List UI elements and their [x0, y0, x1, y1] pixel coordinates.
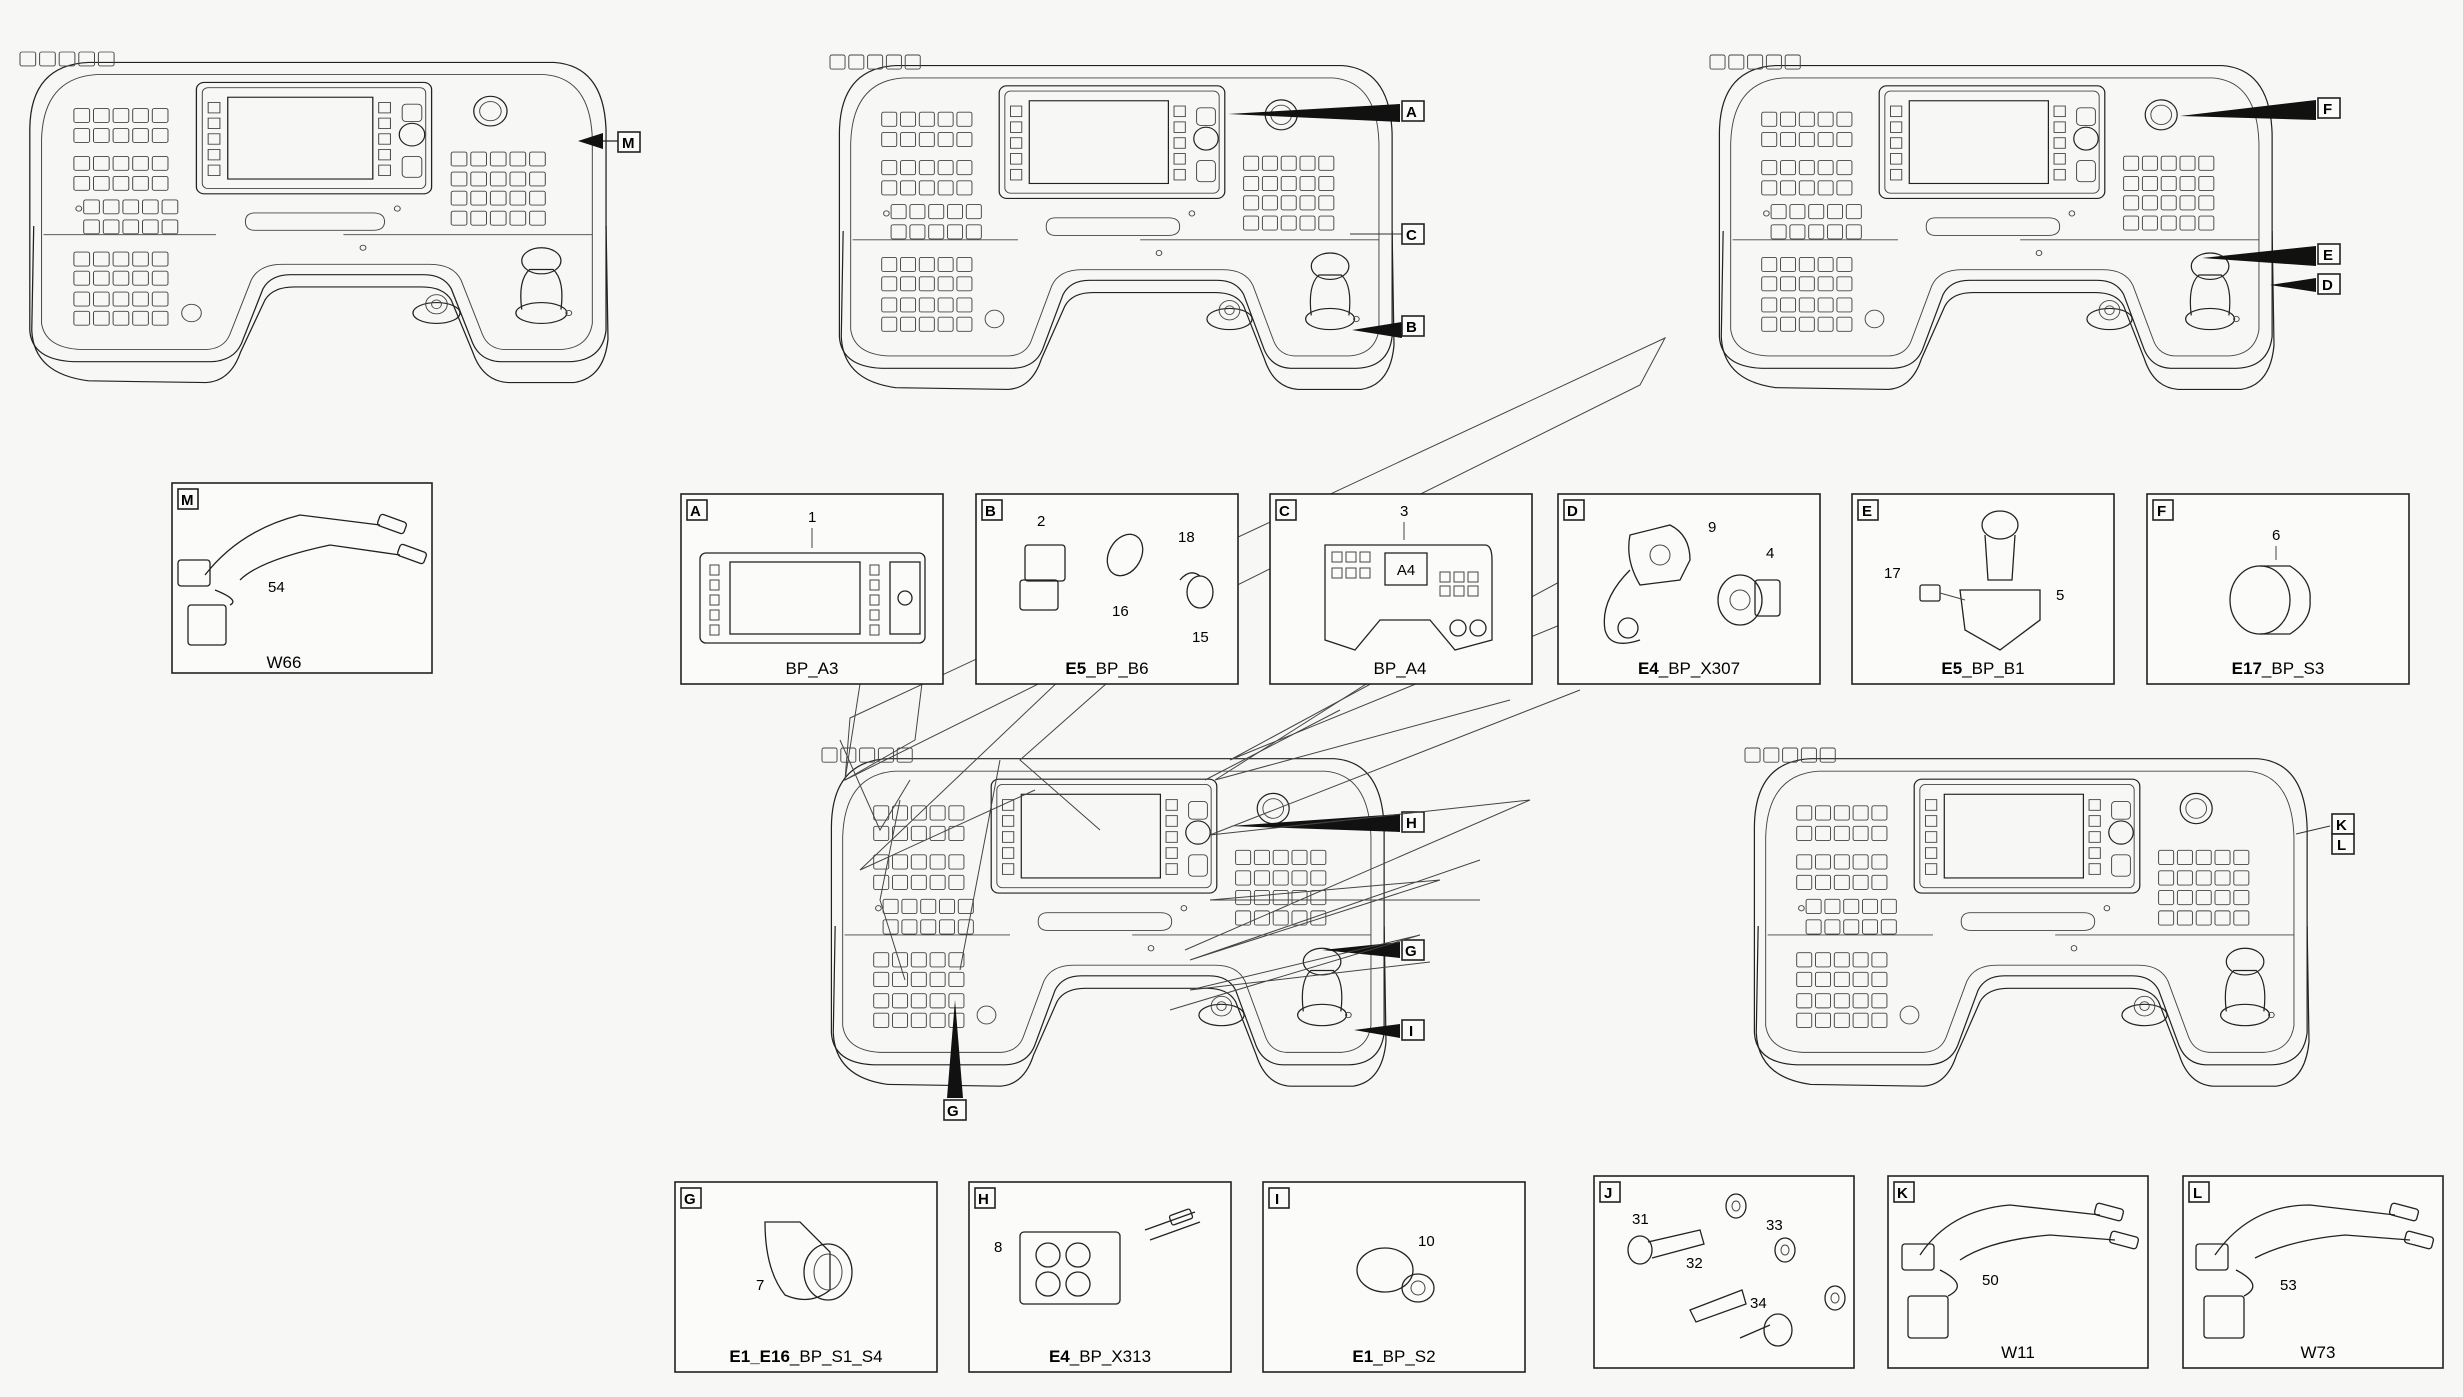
svg-text:A: A — [690, 503, 701, 520]
svg-text:E1_BP_S2: E1_BP_S2 — [1352, 1347, 1435, 1366]
svg-text:K: K — [1897, 1185, 1908, 1202]
svg-text:E4_BP_X307: E4_BP_X307 — [1638, 659, 1740, 678]
svg-text:17: 17 — [1884, 565, 1901, 582]
svg-text:5: 5 — [2056, 587, 2064, 604]
detail-box-H: H 8 E4_BP_X313 — [968, 1181, 1232, 1373]
callout-C: C — [1350, 223, 1425, 245]
svg-text:10: 10 — [1418, 1233, 1435, 1250]
svg-text:9: 9 — [1708, 519, 1716, 536]
reference-lines — [839, 336, 1667, 1011]
svg-text:I: I — [1409, 1023, 1413, 1040]
svg-text:15: 15 — [1192, 629, 1209, 646]
detail-box-L: L 53 W73 — [2182, 1175, 2444, 1369]
svg-text:16: 16 — [1112, 603, 1129, 620]
svg-text:B: B — [1406, 319, 1417, 336]
svg-text:E: E — [2323, 247, 2333, 264]
console-view-1 — [20, 52, 608, 383]
svg-text:34: 34 — [1750, 1295, 1767, 1312]
detail-box-I: I 10 E1_BP_S2 — [1262, 1181, 1526, 1373]
svg-text:7: 7 — [756, 1277, 764, 1294]
callout-F: F — [2180, 97, 2341, 120]
console-view-5 — [1745, 748, 2309, 1086]
svg-text:E1_E16_BP_S1_S4: E1_E16_BP_S1_S4 — [729, 1347, 882, 1366]
svg-text:M: M — [622, 135, 635, 152]
console-view-3 — [1710, 55, 2274, 389]
svg-text:C: C — [1279, 503, 1290, 520]
detail-box-D: D 9 4 E4_BP_X307 — [1557, 493, 1821, 685]
callout-L: L — [2331, 833, 2355, 855]
svg-text:32: 32 — [1686, 1255, 1703, 1272]
svg-text:1: 1 — [808, 509, 816, 526]
svg-text:H: H — [1406, 815, 1417, 832]
svg-text:E5_BP_B1: E5_BP_B1 — [1941, 659, 2024, 678]
svg-text:A: A — [1406, 104, 1417, 121]
detail-box-J: J 31 33 32 34 — [1593, 1175, 1855, 1369]
detail-box-G: G 7 E1_E16_BP_S1_S4 — [674, 1181, 938, 1373]
svg-text:50: 50 — [1982, 1272, 1999, 1289]
svg-text:K: K — [2336, 817, 2347, 834]
svg-text:B: B — [985, 503, 996, 520]
svg-text:F: F — [2323, 101, 2332, 118]
detail-box-B: B 2 16 18 15 E5_BP_B6 — [975, 493, 1239, 685]
svg-text:E: E — [1862, 503, 1872, 520]
svg-text:W11: W11 — [2001, 1343, 2035, 1362]
svg-text:2: 2 — [1037, 513, 1045, 530]
svg-text:W73: W73 — [2301, 1343, 2336, 1362]
svg-text:54: 54 — [268, 579, 285, 596]
svg-text:D: D — [2322, 277, 2333, 294]
detail-box-F: F 6 E17_BP_S3 — [2146, 493, 2410, 685]
svg-text:C: C — [1406, 227, 1417, 244]
callout-B: B — [1352, 315, 1425, 338]
svg-text:M: M — [181, 492, 194, 509]
svg-text:L: L — [2193, 1185, 2202, 1202]
svg-text:L: L — [2337, 837, 2346, 854]
svg-text:G: G — [1405, 943, 1417, 960]
svg-text:BP_A3: BP_A3 — [786, 659, 839, 678]
svg-text:W66: W66 — [267, 653, 302, 672]
callout-M: M — [578, 131, 641, 153]
console-view-2 — [830, 55, 1394, 389]
svg-text:F: F — [2157, 503, 2166, 520]
callout-K: K — [2295, 813, 2355, 835]
svg-text:BP_A4: BP_A4 — [1374, 659, 1427, 678]
callout-D: D — [2270, 273, 2341, 295]
svg-text:E4_BP_X313: E4_BP_X313 — [1049, 1347, 1151, 1366]
svg-text:G: G — [684, 1191, 696, 1208]
svg-text:6: 6 — [2272, 527, 2280, 544]
callout-G-bottom: G — [943, 1000, 967, 1121]
svg-text:J: J — [1604, 1185, 1612, 1202]
svg-text:I: I — [1275, 1191, 1279, 1208]
svg-text:A4: A4 — [1397, 562, 1415, 579]
svg-text:18: 18 — [1178, 529, 1195, 546]
detail-box-C: C 3 A4 BP_A4 — [1269, 493, 1533, 685]
svg-text:E17_BP_S3: E17_BP_S3 — [2232, 659, 2325, 678]
svg-text:4: 4 — [1766, 545, 1774, 562]
svg-text:E5_BP_B6: E5_BP_B6 — [1065, 659, 1148, 678]
callout-I: I — [1354, 1019, 1425, 1041]
detail-box-A: A 1 BP_A3 — [680, 493, 944, 685]
svg-text:31: 31 — [1632, 1211, 1649, 1228]
callout-E: E — [2202, 243, 2341, 266]
svg-text:33: 33 — [1766, 1217, 1783, 1234]
detail-box-K: K 50 W11 — [1887, 1175, 2149, 1369]
svg-text:D: D — [1567, 503, 1578, 520]
svg-text:3: 3 — [1400, 503, 1408, 520]
callout-A: A — [1228, 100, 1425, 122]
svg-text:8: 8 — [994, 1239, 1002, 1256]
callout-G-right: G — [1322, 939, 1425, 961]
svg-text:53: 53 — [2280, 1277, 2297, 1294]
svg-text:G: G — [947, 1103, 959, 1120]
detail-box-M: M 54 W66 — [171, 482, 433, 674]
svg-text:H: H — [978, 1191, 989, 1208]
detail-box-E: E 17 5 E5_BP_B1 — [1851, 493, 2115, 685]
